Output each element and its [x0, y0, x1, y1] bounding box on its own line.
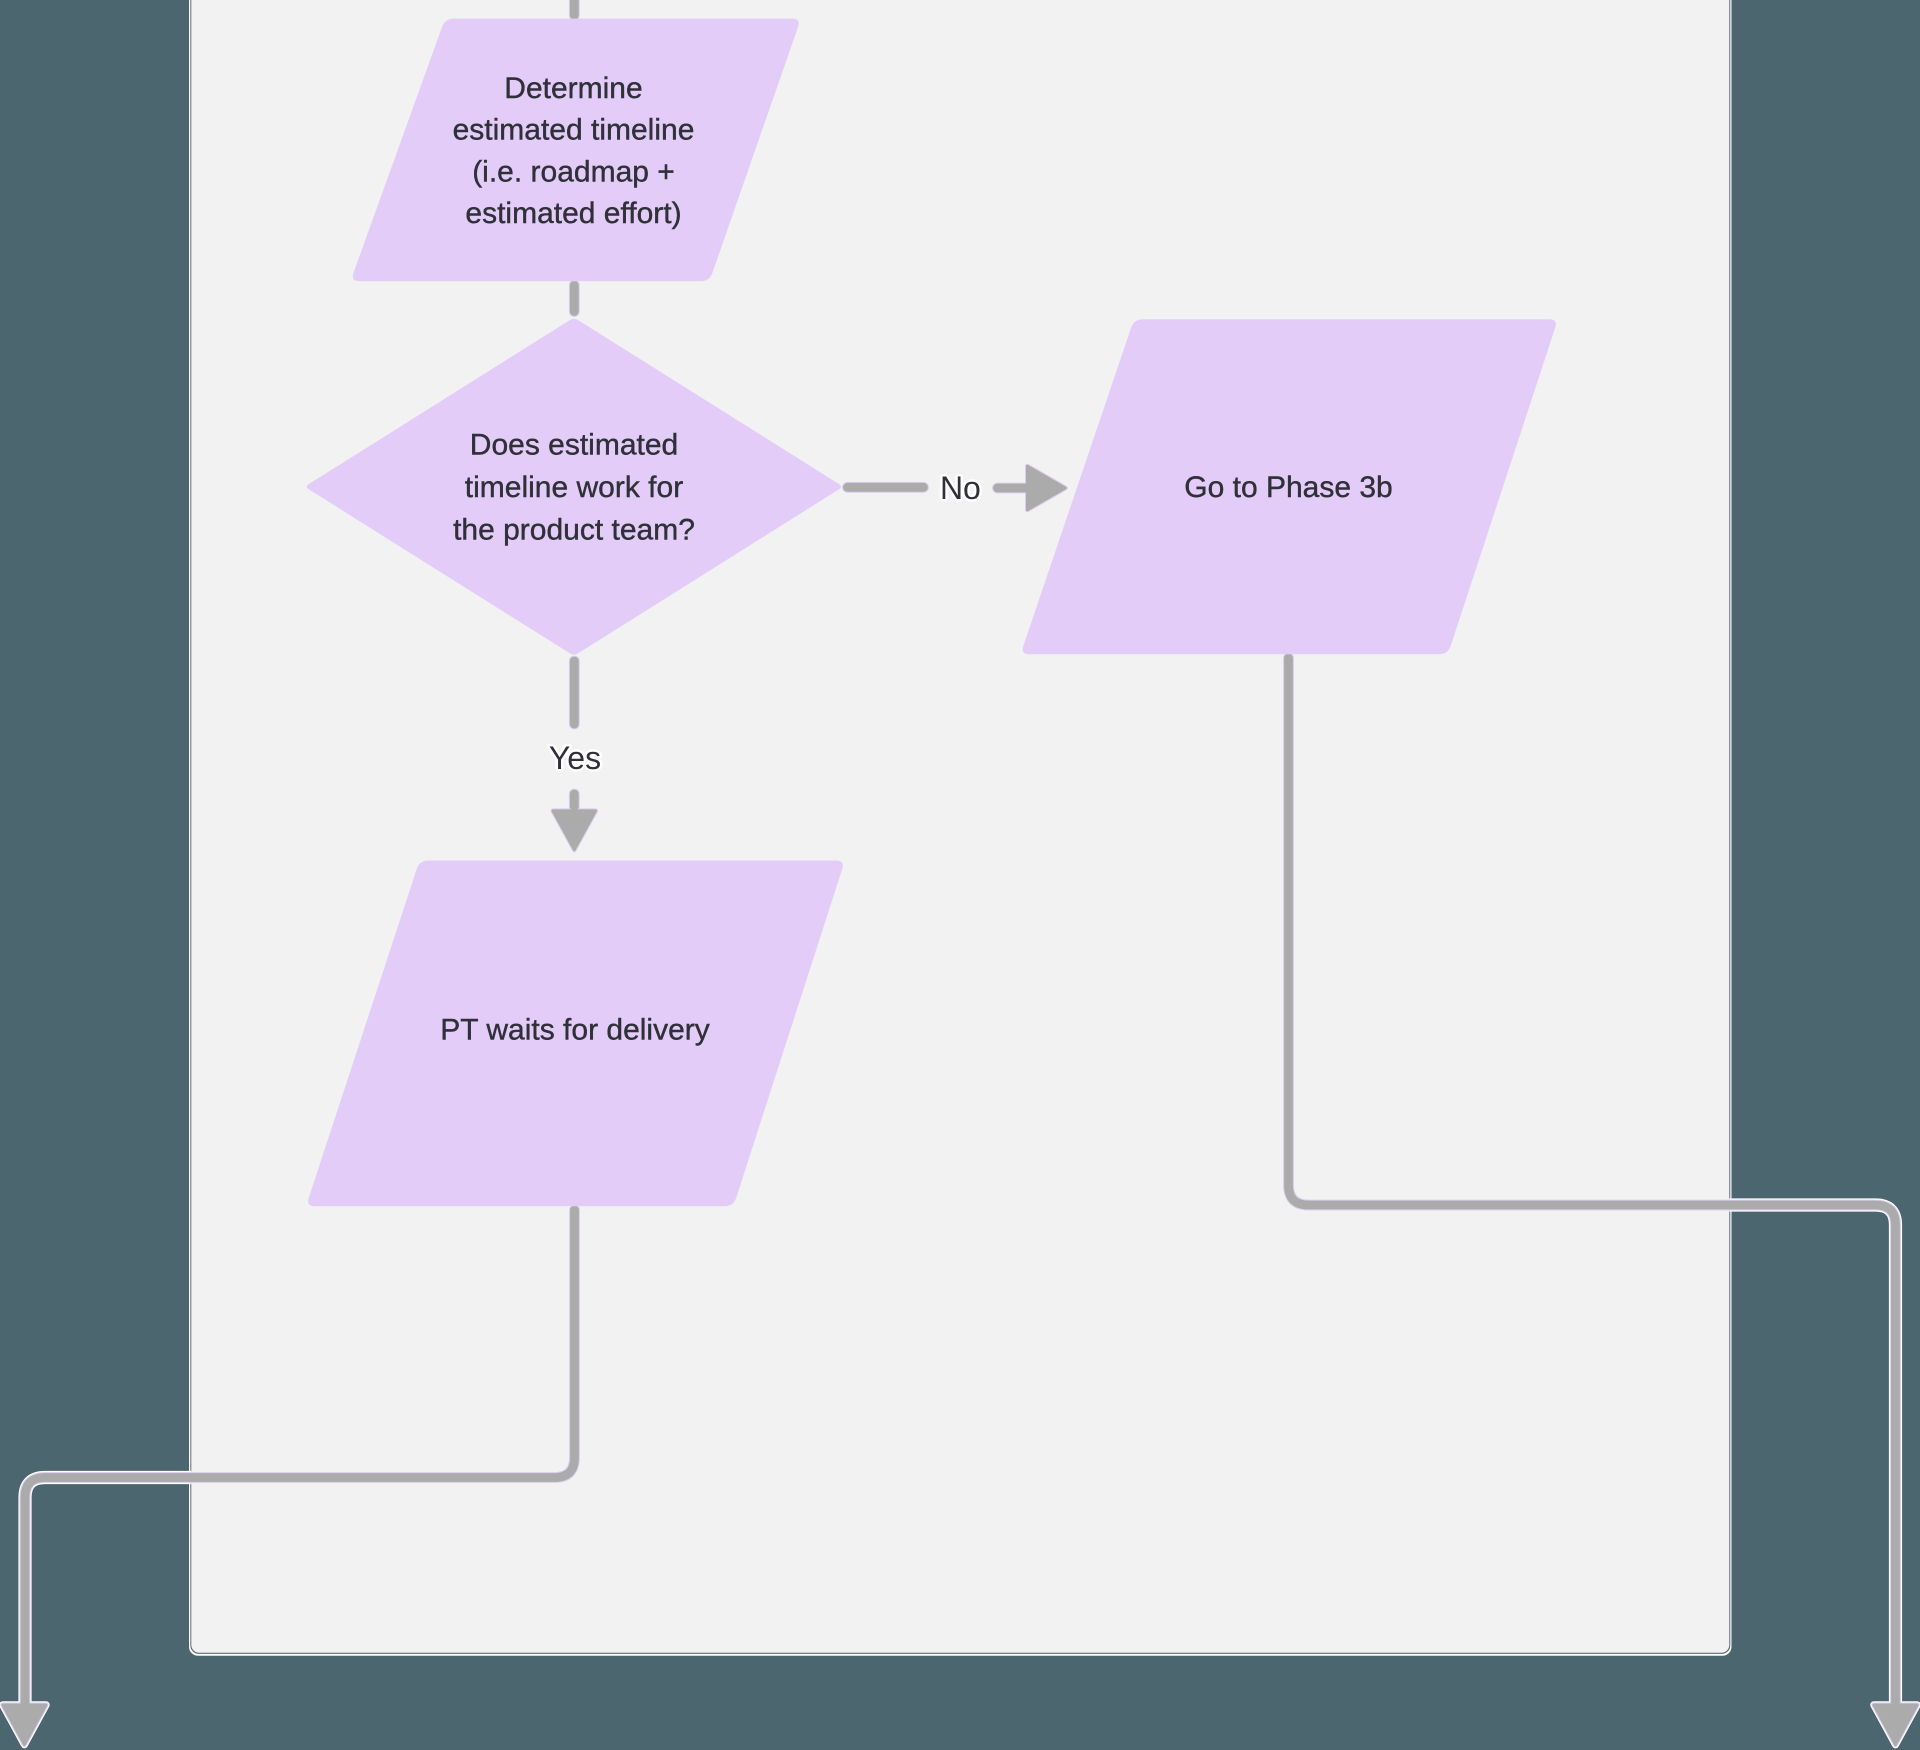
svg-text:Go to Phase 3b: Go to Phase 3b: [1184, 471, 1392, 504]
svg-text:the product team?: the product team?: [453, 514, 695, 547]
svg-text:Determine: Determine: [504, 72, 642, 105]
svg-text:PT waits for delivery: PT waits for delivery: [440, 1013, 710, 1046]
svg-text:Yes: Yes: [549, 740, 601, 776]
svg-text:timeline work for: timeline work for: [465, 471, 683, 504]
svg-text:estimated timeline: estimated timeline: [453, 114, 695, 147]
svg-text:Does estimated: Does estimated: [470, 429, 678, 462]
svg-text:estimated effort): estimated effort): [465, 197, 681, 230]
svg-text:(i.e. roadmap +: (i.e. roadmap +: [472, 155, 675, 188]
svg-text:No: No: [940, 470, 981, 506]
